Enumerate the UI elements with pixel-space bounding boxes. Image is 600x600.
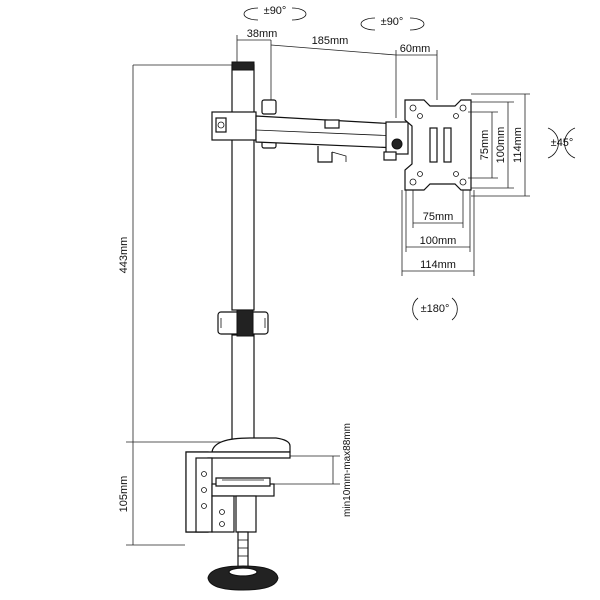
rotate-indicator: ±180° <box>412 297 458 321</box>
vesa-plate <box>404 99 472 191</box>
tilt-label: ±45° <box>551 137 574 149</box>
tilt-indicator: ±45° <box>547 127 576 159</box>
arm-length-label: 185mm <box>312 35 349 47</box>
total-height-dimension: 443mm <box>118 64 232 443</box>
rotate-label: ±180° <box>421 303 450 315</box>
pole-offset-label: 38mm <box>247 28 278 40</box>
head-swivel-label: ±90° <box>381 16 404 28</box>
clamp-height-dimension: 105mm <box>118 442 185 546</box>
total-height-label: 443mm <box>118 237 130 274</box>
desk-clamp <box>185 437 291 591</box>
clamp-range-dimension: min10mm-max88mm <box>270 423 353 517</box>
head-swivel-indicator: ±90° <box>360 16 425 31</box>
vesa-v114-label: 114mm <box>512 127 524 163</box>
arm <box>211 99 409 163</box>
head-offset-label: 60mm <box>400 43 431 55</box>
clamp-height-label: 105mm <box>118 476 130 513</box>
clamp-range-label: min10mm-max88mm <box>342 423 353 517</box>
top-dimensions: 38mm 185mm 60mm <box>236 28 438 118</box>
arm-swivel-indicator: ±90° <box>243 5 307 21</box>
vesa-horizontal-dimensions: 75mm 100mm 114mm <box>401 190 475 276</box>
arm-swivel-label: ±90° <box>264 5 287 17</box>
pole <box>217 61 269 446</box>
vesa-v100-label: 100mm <box>495 127 507 164</box>
vesa-v75-label: 75mm <box>479 130 491 161</box>
vesa-vertical-dimensions: 75mm 100mm 114mm <box>468 93 530 197</box>
vesa-h100-label: 100mm <box>420 235 457 247</box>
vesa-h75-label: 75mm <box>423 211 454 223</box>
vesa-h114-label: 114mm <box>420 259 456 271</box>
